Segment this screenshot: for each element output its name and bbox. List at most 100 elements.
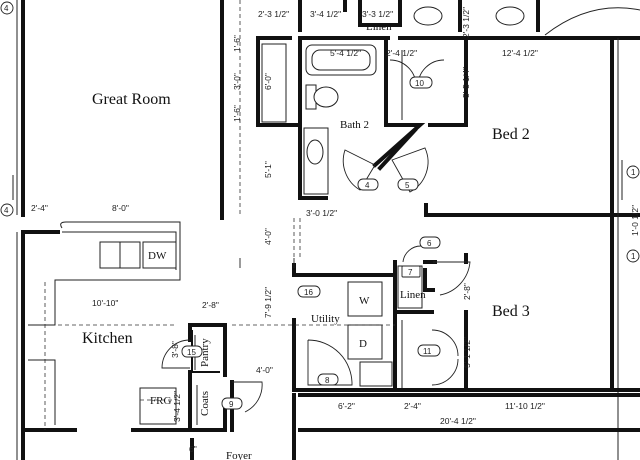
marker-left-top-circle	[0, 1, 14, 15]
dishwasher	[142, 241, 177, 269]
doors	[161, 59, 471, 413]
door-tag-8-box	[317, 373, 339, 386]
washer	[347, 281, 383, 317]
section-markers: 4 4 1 1	[0, 1, 640, 263]
door-8	[307, 339, 353, 386]
door-tag-16-box	[297, 285, 321, 298]
angled-wall-inner	[377, 127, 418, 171]
label-pantry: Pantry	[199, 338, 211, 367]
door-5	[391, 147, 429, 193]
refrigerator	[139, 387, 177, 425]
top-sink-left	[413, 6, 443, 26]
label-dryer: D	[359, 338, 367, 350]
dim-5-1-5: 5'-1 1/2"	[462, 337, 472, 368]
door-7	[402, 245, 422, 263]
door-tag-5: 5	[405, 181, 410, 190]
dim-11-10-5: 11'-10 1/2"	[505, 401, 545, 411]
dim-2-3-5-right: 2'-3 1/2"	[461, 7, 471, 38]
linen-top-wall	[358, 0, 402, 27]
label-washer: W	[359, 295, 370, 307]
dim-2-4-left: 2'-4"	[31, 203, 48, 213]
bath2-angled-wall	[372, 123, 426, 168]
door-tag-11: 11	[423, 347, 432, 356]
bath2-left-wall	[298, 36, 328, 200]
utility-walls	[292, 263, 397, 392]
hall-closet-wall	[256, 36, 302, 127]
marker-right-b: 1	[631, 252, 636, 261]
label-great-room: Great Room	[92, 91, 171, 108]
dim-5-5-25: 5'-5 1/4"	[461, 67, 471, 98]
door-tag-4-box	[357, 178, 379, 191]
marker-right-a: 1	[631, 168, 636, 177]
fixtures	[28, 0, 640, 430]
dim-10-10: 10'-10"	[92, 298, 118, 308]
label-kitchen: Kitchen	[82, 330, 133, 347]
door-tag-8: 8	[325, 376, 330, 385]
door-tag-15: 15	[187, 348, 196, 357]
door-tag-4: 4	[365, 181, 370, 190]
walls	[12, 0, 640, 460]
dim-4-0-a: 4'-0"	[263, 228, 273, 245]
dim-7-9-5: 7'-9 1/2"	[263, 287, 273, 318]
dim-2-4-bottom: 2'-4"	[404, 401, 421, 411]
dim-2-8-bed3: 2'-8"	[462, 283, 472, 300]
marker-left-mid: 4	[4, 206, 9, 215]
dimension-labels: 2'-3 1/2" 3'-4 1/2" 3'-3 1/2" 2'-3 1/2" …	[31, 7, 640, 454]
toilet-bowl	[313, 86, 339, 108]
label-linen-mid: Linen	[400, 289, 426, 301]
door-tag-10-box	[409, 76, 433, 89]
dim-3-0: 3'-0"	[232, 73, 242, 90]
utility-cabinet	[359, 361, 393, 387]
top-tub-curve	[544, 7, 640, 36]
dim-1-6-b: 1'-6"	[232, 105, 242, 122]
dim-6: 6"	[189, 444, 197, 454]
dim-3-4-5-top: 3'-4 1/2"	[310, 9, 341, 19]
door-tag-6: 6	[427, 239, 432, 248]
label-frg: FRG	[150, 395, 171, 407]
door-tag-15-box	[181, 345, 203, 358]
label-bed2: Bed 2	[492, 126, 530, 143]
marker-right-b-circle	[626, 249, 640, 263]
door-tag-9-box	[221, 397, 243, 410]
bath2-sink	[306, 139, 324, 165]
door-tag-5-box	[397, 178, 419, 191]
door-tag-7: 7	[408, 268, 413, 277]
label-bath2: Bath 2	[340, 119, 369, 131]
dim-3-8: 3'-8"	[170, 341, 180, 358]
closet10-right-wall	[428, 36, 468, 127]
label-dw: DW	[148, 250, 167, 262]
dim-3-3-5-top: 3'-3 1/2"	[362, 9, 393, 19]
label-linen-top: Linen	[366, 21, 392, 33]
coats-wall	[188, 370, 227, 432]
top-sink-right	[495, 6, 525, 26]
hall-closet	[261, 43, 287, 123]
dim-4-0-b: 4'-0"	[256, 365, 273, 375]
kitchen-counter	[28, 221, 181, 326]
door-tags: 4 5 6 7 8 9 10 11 15 16	[181, 76, 441, 410]
dim-2-8-pantry: 2'-8"	[202, 300, 219, 310]
door-9	[232, 381, 263, 413]
door-tag-11-box	[417, 344, 441, 357]
dim-2-4-5: 2'-4 1/2"	[386, 48, 417, 58]
door-tag-9: 9	[229, 400, 234, 409]
linen-mid-right	[423, 268, 435, 292]
dim-6-0: 6'-0"	[263, 73, 273, 90]
room-labels: Great Room Bed 2 Bath 2 Kitchen Utility …	[82, 21, 530, 460]
door-tag-10: 10	[415, 79, 424, 88]
door-tag-7-box	[401, 265, 421, 278]
dim-right-edge: 1'-0 1/2"	[630, 205, 640, 236]
dryer	[347, 324, 383, 360]
dim-20-4-5: 20'-4 1/2"	[440, 416, 476, 426]
pantry-wall	[188, 323, 227, 377]
door-15	[161, 339, 191, 369]
dim-5-4-5: 5'-4 1/2"	[330, 48, 361, 58]
utility-left-bottom	[292, 318, 397, 392]
door-11	[431, 329, 459, 386]
door-6	[433, 261, 471, 296]
dim-12-4-5: 12'-4 1/2"	[502, 48, 538, 58]
dim-3-4-5-frg: 3'-4 1/2"	[172, 391, 182, 422]
marker-left-mid-circle	[0, 203, 14, 217]
door-4	[342, 149, 376, 191]
label-bed3: Bed 3	[492, 303, 530, 320]
